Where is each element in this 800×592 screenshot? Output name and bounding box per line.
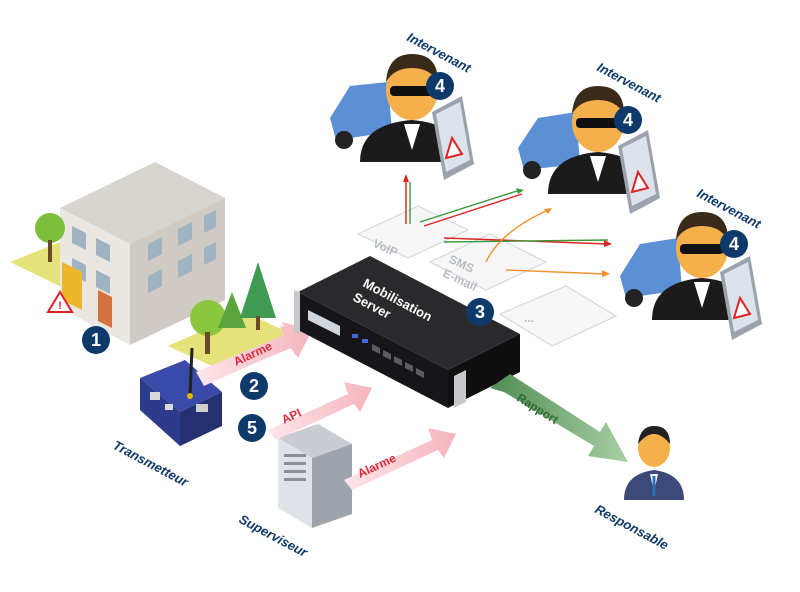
step-badge-4b — [614, 106, 642, 134]
more-label: ... — [524, 311, 534, 325]
step-badge-4c — [720, 230, 748, 258]
car-icon — [518, 112, 580, 179]
step-badge-4b-label: 4 — [623, 110, 633, 130]
responsable-icon — [624, 426, 684, 500]
alarme-arrow-superviseur: Alarme — [344, 428, 456, 490]
step-badge-4a — [426, 72, 454, 100]
step-badge-1-label: 1 — [91, 330, 101, 350]
car-icon — [330, 82, 392, 149]
voip-card — [356, 205, 470, 259]
tablet-alert-icon — [618, 130, 660, 214]
car-icon — [620, 238, 682, 307]
sms-email-card — [428, 233, 548, 291]
step-badge-2-label: 2 — [249, 376, 259, 396]
channel-arrows — [403, 174, 612, 277]
agent-icon — [360, 54, 462, 162]
step-badge-3: 3 — [466, 298, 494, 326]
tablet-alert-icon — [720, 256, 762, 340]
step-badge-5: 5 — [238, 414, 266, 442]
intervenant-1: 4 Intervenant — [330, 29, 474, 180]
step-badge-1: 1 — [82, 326, 110, 354]
alarme-arrow-transmetteur: Alarme — [196, 322, 312, 386]
intervenant-2: 4 Intervenant — [518, 59, 664, 214]
api-arrow: API — [268, 382, 372, 440]
step-badge-4a-label: 4 — [435, 76, 445, 96]
responsable-label: Responsable — [593, 501, 671, 552]
rapport-arrow: Rapport — [490, 374, 628, 462]
step-badge-5-label: 5 — [247, 418, 257, 438]
step-badge-3-label: 3 — [475, 302, 485, 322]
mobilisation-server-icon: Mobilisation Server — [294, 256, 520, 408]
svg-text:!: ! — [58, 300, 62, 312]
step-badge-2: 2 — [240, 372, 268, 400]
intervenant-3: 4 Intervenant — [620, 185, 764, 340]
tablet-alert-icon — [432, 96, 474, 180]
superviseur-tower-icon — [278, 424, 352, 528]
transmetteur-board-icon — [140, 347, 222, 446]
more-card — [498, 285, 618, 347]
trees-icon — [168, 262, 300, 372]
step-badge-4c-label: 4 — [729, 234, 739, 254]
channel-cards: VoIP SMS E-mail ... — [356, 205, 618, 347]
